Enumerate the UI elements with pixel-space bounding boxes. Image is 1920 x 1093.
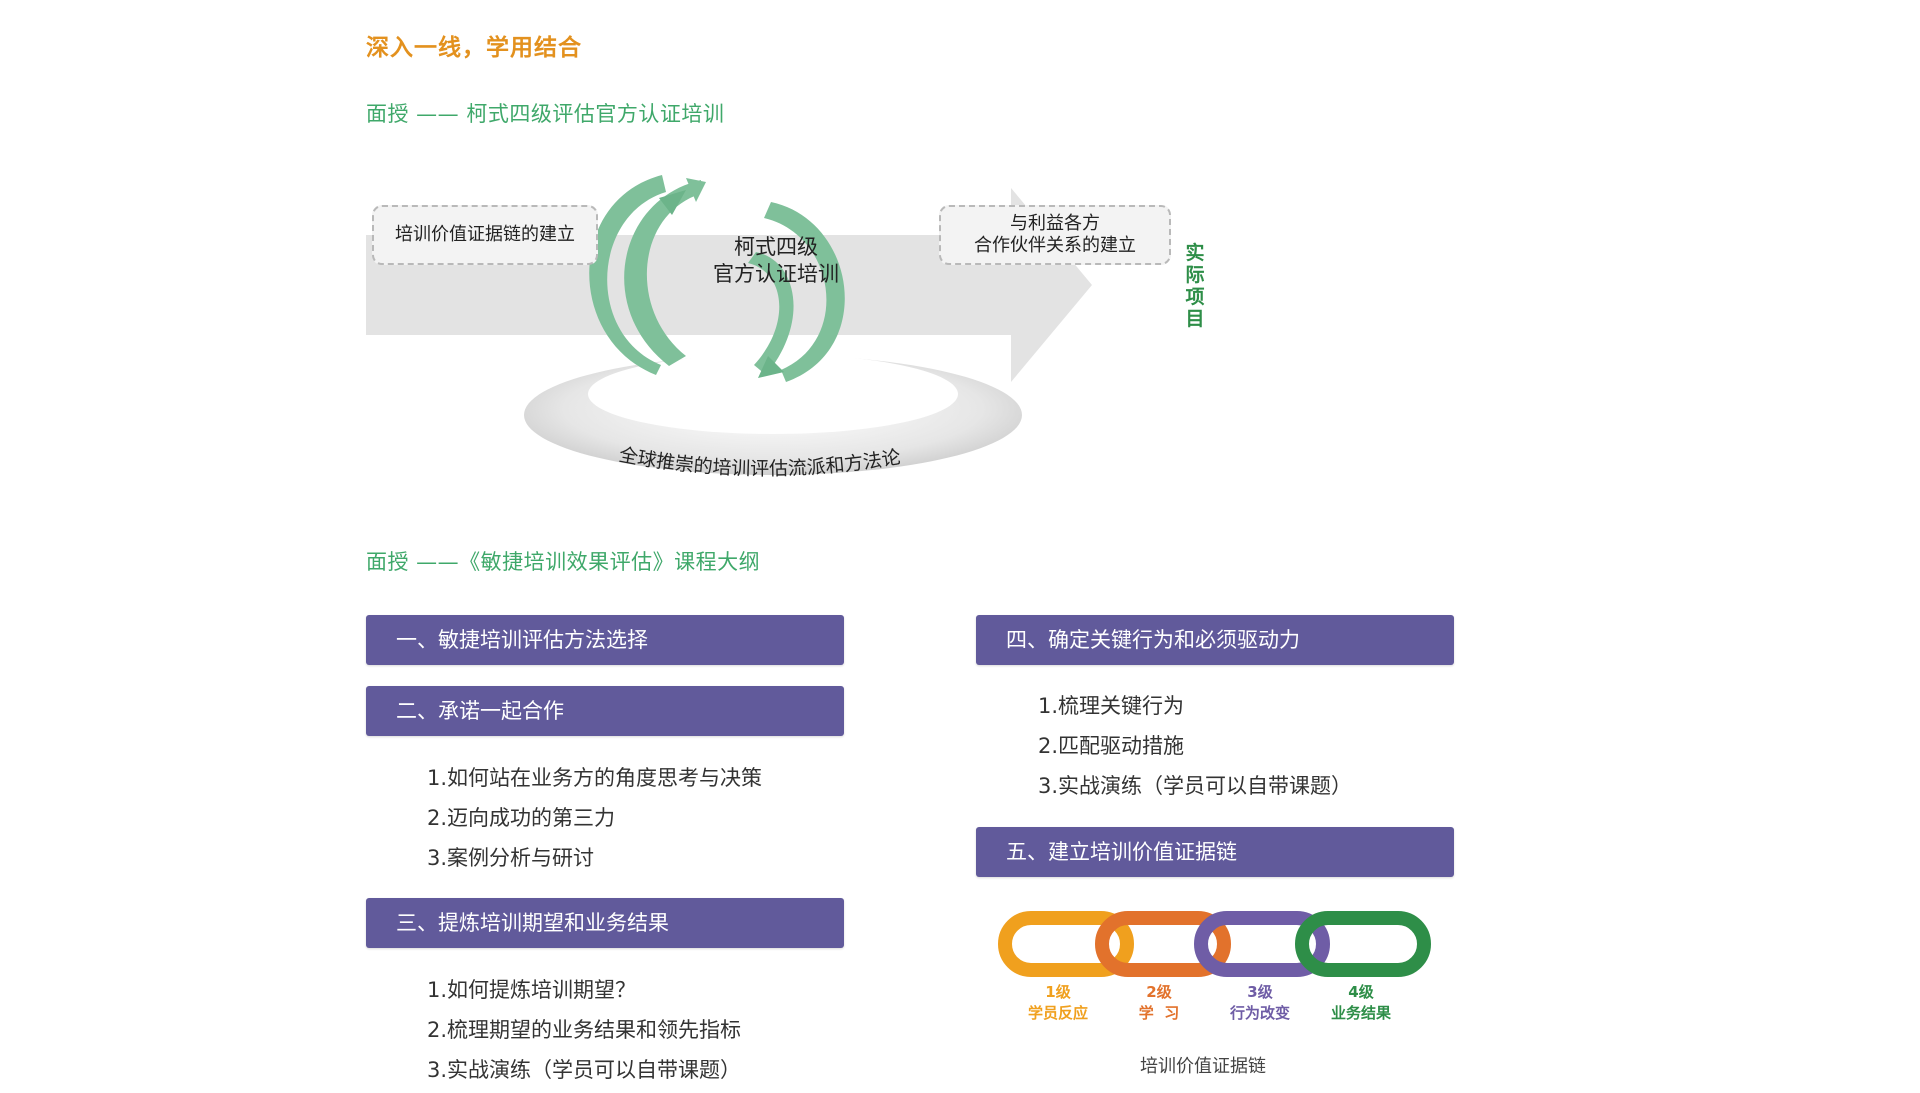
chain-link-3 bbox=[1194, 911, 1330, 977]
outline-section-1: 一、敏捷培训评估方法选择 bbox=[366, 615, 844, 665]
chain-link-2 bbox=[1095, 911, 1231, 977]
chain-graphic bbox=[998, 911, 1431, 977]
outline-item: 3.案例分析与研讨 bbox=[427, 846, 595, 870]
partnership-box: 与利益各方 合作伙伴关系的建立 bbox=[939, 205, 1171, 265]
outline-item: 1.如何站在业务方的角度思考与决策 bbox=[427, 766, 763, 790]
outline-item: 2.梳理期望的业务结果和领先指标 bbox=[427, 1018, 742, 1042]
practice-char-1: 实 bbox=[1185, 242, 1205, 264]
outline-section-4: 四、确定关键行为和必须驱动力 bbox=[976, 615, 1454, 665]
outline-item: 3.实战演练（学员可以自带课题） bbox=[1038, 774, 1353, 798]
chain-label-1: 1级 学员反应 bbox=[1003, 982, 1113, 1024]
chain-level-name: 学 习 bbox=[1138, 1004, 1180, 1022]
outline-item: 1.梳理关键行为 bbox=[1038, 694, 1185, 718]
certification-diagram: 全球推崇的培训评估流派和方法论 培训价值证据链的建立 与利益各方 合作伙伴关系的… bbox=[366, 160, 1276, 500]
chain-caption: 培训价值证据链 bbox=[1140, 1056, 1266, 1077]
outline-item: 2.迈向成功的第三力 bbox=[427, 806, 616, 830]
chain-label-4: 4级 业务结果 bbox=[1306, 982, 1416, 1024]
outline-item: 2.匹配驱动措施 bbox=[1038, 734, 1185, 758]
practice-project-label: 实 际 项 目 bbox=[1184, 242, 1206, 330]
page-title: 深入一线，学用结合 bbox=[366, 35, 582, 61]
partnership-line2: 合作伙伴关系的建立 bbox=[974, 235, 1136, 256]
chain-level-name: 行为改变 bbox=[1229, 1004, 1290, 1022]
practice-char-4: 目 bbox=[1185, 308, 1205, 330]
cycle-arrowhead-left bbox=[659, 190, 686, 215]
chain-label-2: 2级 学 习 bbox=[1104, 982, 1214, 1024]
cycle-arrowhead-right bbox=[758, 356, 784, 378]
outline-section-5: 五、建立培训价值证据链 bbox=[976, 827, 1454, 877]
cycle-icon bbox=[624, 178, 794, 375]
evidence-chain bbox=[996, 908, 1446, 988]
chain-level: 1级 bbox=[1045, 983, 1071, 1001]
chain-level: 4级 bbox=[1348, 983, 1374, 1001]
practice-char-3: 项 bbox=[1185, 286, 1205, 308]
chain-label-3: 3级 行为改变 bbox=[1205, 982, 1315, 1024]
outline-section-2: 二、承诺一起合作 bbox=[366, 686, 844, 736]
evidence-chain-box: 培训价值证据链的建立 bbox=[372, 205, 598, 265]
outline-item: 3.实战演练（学员可以自带课题） bbox=[427, 1058, 742, 1082]
partnership-line1: 与利益各方 bbox=[1010, 212, 1100, 234]
chain-level-name: 业务结果 bbox=[1330, 1004, 1391, 1022]
practice-char-2: 际 bbox=[1185, 264, 1205, 286]
chain-level-name: 学员反应 bbox=[1027, 1004, 1088, 1022]
section-heading-outline: 面授 ——《敏捷培训效果评估》课程大纲 bbox=[366, 550, 761, 574]
outline-section-3: 三、提炼培训期望和业务结果 bbox=[366, 898, 844, 948]
chain-level: 3级 bbox=[1247, 983, 1273, 1001]
chain-link-4 bbox=[1295, 911, 1431, 977]
section-heading-certification: 面授 —— 柯式四级评估官方认证培训 bbox=[366, 102, 725, 126]
center-label-line1: 柯式四级 bbox=[734, 235, 818, 259]
cycle-arrow-left bbox=[589, 175, 666, 375]
chain-level: 2级 bbox=[1146, 983, 1172, 1001]
cycle-arrow-right bbox=[764, 202, 845, 382]
outline-item: 1.如何提炼培训期望？ bbox=[427, 978, 637, 1002]
chain-link-1 bbox=[998, 911, 1134, 977]
center-label-line2: 官方认证培训 bbox=[713, 262, 839, 287]
center-label: 柯式四级 官方认证培训 bbox=[691, 234, 861, 289]
